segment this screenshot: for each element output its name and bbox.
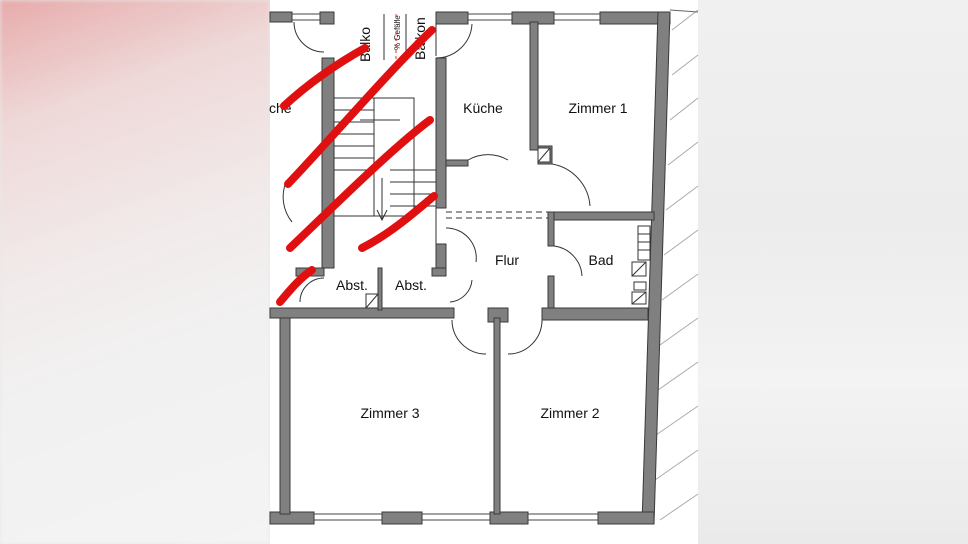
- floor-plan-sheet: [270, 0, 698, 544]
- strike-mark-1: [280, 44, 369, 110]
- label-zimmer-3: Zimmer 3: [360, 405, 419, 421]
- shafts: [365, 147, 651, 309]
- room-labels: Küche Zimmer 1 Flur Bad Abst. Abst. Zimm…: [269, 15, 628, 421]
- label-abst-1: Abst.: [336, 277, 368, 293]
- blurred-background-right: [698, 0, 968, 544]
- label-abst-2: Abst.: [395, 277, 427, 293]
- strike-mark-2: [284, 26, 436, 188]
- walls: [269, 11, 671, 525]
- label-zimmer-2: Zimmer 2: [540, 405, 599, 421]
- red-strike-marks: [276, 26, 438, 306]
- strike-mark-3: [286, 116, 434, 252]
- label-flur: Flur: [495, 252, 519, 268]
- windows: [292, 13, 600, 521]
- label-kueche: Küche: [463, 100, 503, 116]
- blurred-background-left: [0, 0, 270, 544]
- label-gefaelle: % Gefälle: [393, 15, 402, 50]
- strike-mark-4: [358, 192, 438, 252]
- dashed-lines: [446, 211, 548, 219]
- label-bad: Bad: [589, 252, 614, 268]
- exterior-hatch: [654, 9, 699, 521]
- label-zimmer-1: Zimmer 1: [568, 100, 627, 116]
- strike-mark-5: [276, 266, 316, 306]
